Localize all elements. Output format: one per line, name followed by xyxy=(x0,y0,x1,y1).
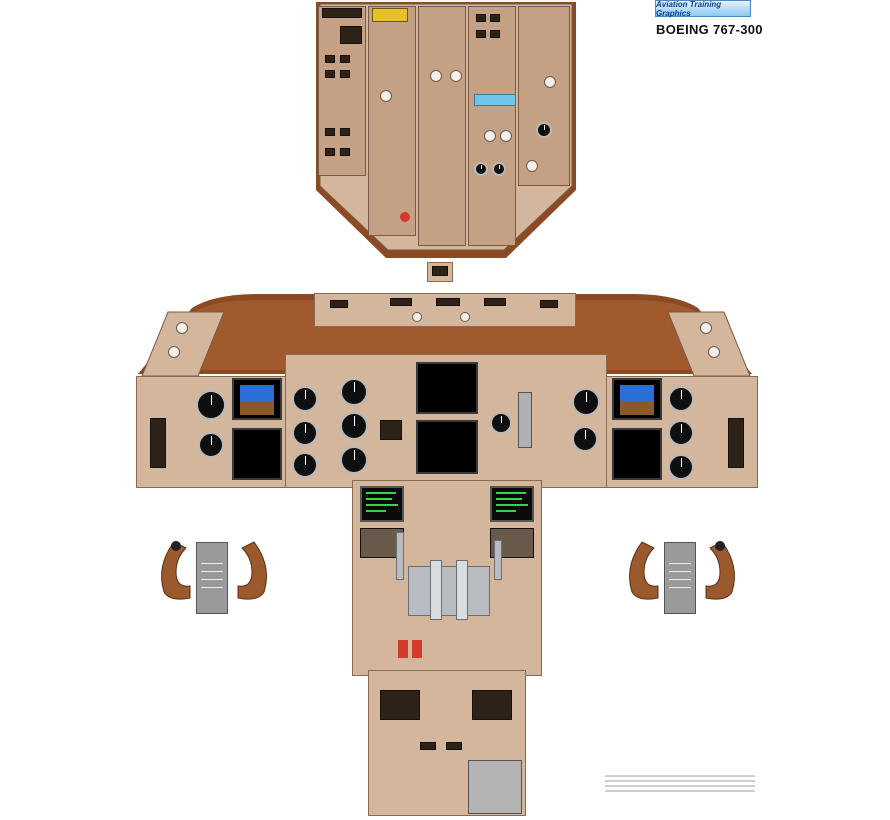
efis-knob[interactable] xyxy=(700,322,712,334)
captain-hsi-display xyxy=(232,428,282,480)
captain-vsi xyxy=(340,446,368,474)
mode-control-panel xyxy=(314,293,576,327)
overhead-display-window xyxy=(322,8,362,18)
frequency-window xyxy=(446,742,462,750)
overhead-gauge xyxy=(492,162,506,176)
aircraft-title: BOEING 767-300 xyxy=(656,22,763,37)
fo-side-switches[interactable] xyxy=(728,418,744,468)
radio-panel[interactable] xyxy=(380,690,420,720)
left-efis-panel xyxy=(141,311,225,377)
captain-side-switches[interactable] xyxy=(150,418,166,468)
fo-vsi xyxy=(668,454,694,480)
fo-checklist-card xyxy=(664,542,696,614)
mcp-window xyxy=(484,298,506,306)
standby-attitude xyxy=(340,378,368,406)
mcp-window xyxy=(436,298,460,306)
switch[interactable] xyxy=(340,55,350,63)
adi-ground xyxy=(620,401,654,415)
switch[interactable] xyxy=(325,55,335,63)
efis-knob[interactable] xyxy=(168,346,180,358)
throttle-quadrant xyxy=(408,566,490,616)
fo-rmi xyxy=(668,386,694,412)
mcp-window xyxy=(540,300,558,308)
switch[interactable] xyxy=(325,128,335,136)
upper-eicas-display xyxy=(416,362,478,414)
thrust-lever-left[interactable] xyxy=(430,560,442,620)
switch[interactable] xyxy=(490,14,500,22)
rotary-knob[interactable] xyxy=(430,70,442,82)
adi-ground xyxy=(240,401,274,415)
switch[interactable] xyxy=(340,148,350,156)
fuel-control-switch[interactable] xyxy=(412,640,422,658)
flap-lever[interactable] xyxy=(494,540,502,580)
efis-knob[interactable] xyxy=(708,346,720,358)
frequency-window xyxy=(420,742,436,750)
rotary-knob[interactable] xyxy=(500,130,512,142)
copyright-fine-print xyxy=(605,775,755,795)
switch[interactable] xyxy=(476,14,486,22)
keypad-block[interactable] xyxy=(340,26,362,44)
captain-checklist-card xyxy=(196,542,228,614)
standby-compass xyxy=(432,266,448,276)
overhead-column-4 xyxy=(468,6,516,246)
switch[interactable] xyxy=(325,70,335,78)
rotary-knob[interactable] xyxy=(450,70,462,82)
rotary-knob[interactable] xyxy=(526,160,538,172)
fo-gauge xyxy=(572,426,598,452)
captain-altimeter-small xyxy=(198,432,224,458)
thrust-lever-right[interactable] xyxy=(456,560,468,620)
mcp-window xyxy=(330,300,348,308)
captain-altimeter xyxy=(340,412,368,440)
overhead-gauge xyxy=(474,162,488,176)
cabin-gauge xyxy=(536,122,552,138)
lower-eicas-display xyxy=(416,420,478,474)
first-officer-yoke[interactable] xyxy=(618,536,746,608)
switch[interactable] xyxy=(476,30,486,38)
brand-logo: Aviation Training Graphics xyxy=(655,0,751,18)
rotary-knob[interactable] xyxy=(484,130,496,142)
overhead-right-column xyxy=(518,6,570,186)
captain-gauge xyxy=(292,452,318,478)
mcp-knob[interactable] xyxy=(460,312,470,322)
blue-indicator-strip xyxy=(474,94,516,106)
annunciator-strip xyxy=(372,8,408,22)
speedbrake-lever[interactable] xyxy=(396,532,404,580)
standby-gauge xyxy=(490,412,512,434)
printer-unit xyxy=(468,760,522,814)
fo-altimeter xyxy=(668,420,694,446)
switch[interactable] xyxy=(490,30,500,38)
rotary-knob[interactable] xyxy=(380,90,392,102)
switch[interactable] xyxy=(340,128,350,136)
overhead-column-2 xyxy=(368,6,416,236)
overhead-column-3 xyxy=(418,6,466,246)
mcp-knob[interactable] xyxy=(412,312,422,322)
captain-airspeed xyxy=(292,386,318,412)
adi-sky xyxy=(620,385,654,401)
captain-gauge xyxy=(292,420,318,446)
red-guarded-switch[interactable] xyxy=(400,212,410,222)
captain-adi-display xyxy=(232,378,282,420)
captain-cdu-screen xyxy=(360,486,404,522)
captain-yoke[interactable] xyxy=(150,536,278,608)
eicas-control-panel[interactable] xyxy=(380,420,402,440)
rotary-knob[interactable] xyxy=(544,76,556,88)
right-efis-panel xyxy=(667,311,751,377)
fo-airspeed xyxy=(572,388,600,416)
fuel-control-switch[interactable] xyxy=(398,640,408,658)
gear-lever[interactable] xyxy=(518,392,532,448)
fo-adi-display xyxy=(612,378,662,420)
radio-panel[interactable] xyxy=(472,690,512,720)
adi-sky xyxy=(240,385,274,401)
fo-hsi-display xyxy=(612,428,662,480)
switch[interactable] xyxy=(325,148,335,156)
switch[interactable] xyxy=(340,70,350,78)
fo-cdu-screen xyxy=(490,486,534,522)
captain-rmi xyxy=(196,390,226,420)
mcp-window xyxy=(390,298,412,306)
efis-knob[interactable] xyxy=(176,322,188,334)
